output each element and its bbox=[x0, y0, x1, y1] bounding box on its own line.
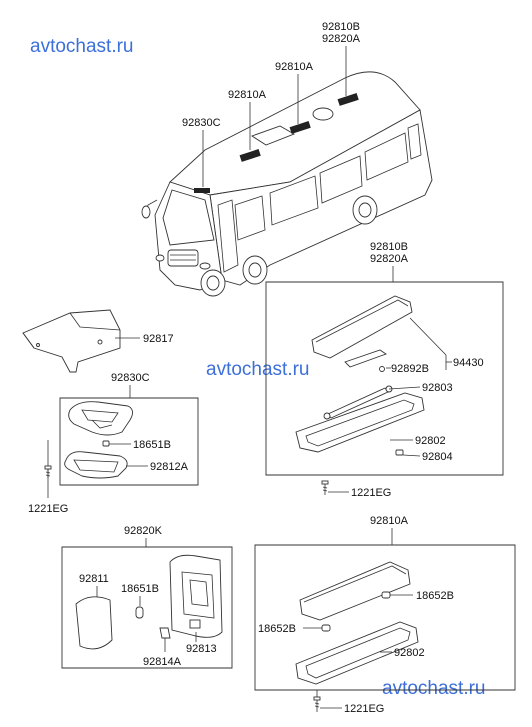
label-18652B-right: 18652B bbox=[416, 590, 454, 602]
label-92811: 92811 bbox=[79, 573, 109, 585]
bus-label-92820A: 92820A bbox=[322, 33, 361, 45]
label-18651B-step: 18651B bbox=[121, 583, 159, 595]
label-18651B-room: 18651B bbox=[133, 439, 171, 451]
lamp-lens-92810A bbox=[299, 561, 411, 621]
group-92820K-box bbox=[61, 546, 233, 669]
group-92810B-title-2: 92820A bbox=[370, 253, 409, 265]
bulb-92803 bbox=[323, 385, 393, 420]
housing-92802-lower bbox=[295, 621, 419, 685]
room-lamp-housing-92830C bbox=[68, 401, 133, 436]
bus-label-92810A-rear: 92810A bbox=[275, 61, 314, 73]
lamp-lens-92810B bbox=[311, 295, 413, 359]
housing-92813 bbox=[169, 554, 223, 638]
bus-label-92830C: 92830C bbox=[182, 117, 221, 129]
label-1221EG-right: 1221EG bbox=[351, 487, 391, 499]
screw-1221EG-left bbox=[44, 440, 52, 480]
label-1221EG-left: 1221EG bbox=[28, 503, 68, 515]
part-92804 bbox=[395, 449, 404, 456]
label-94430: 94430 bbox=[453, 357, 484, 369]
label-92817: 92817 bbox=[143, 333, 174, 345]
bulb-18652B-left bbox=[321, 624, 331, 632]
label-92802-lower: 92802 bbox=[394, 647, 425, 659]
group-92810B-title-1: 92810B bbox=[370, 241, 408, 253]
label-1221EG-bottom: 1221EG bbox=[344, 703, 384, 715]
label-18652B-left: 18652B bbox=[258, 623, 296, 635]
screw-1221EG-right bbox=[321, 480, 329, 495]
bracket-92817 bbox=[22, 309, 121, 373]
group-92810B-box bbox=[265, 281, 504, 476]
label-92804: 92804 bbox=[422, 451, 453, 463]
bulb-18651B-step bbox=[135, 606, 144, 619]
bus-label-92810A-front: 92810A bbox=[228, 89, 267, 101]
label-92892B: 92892B bbox=[391, 363, 429, 375]
group-92830C-box bbox=[59, 397, 199, 486]
group-92830C-title: 92830C bbox=[111, 372, 150, 384]
group-92810A-title: 92810A bbox=[370, 515, 409, 527]
housing-92802-upper bbox=[295, 392, 425, 453]
label-92802-upper: 92802 bbox=[415, 435, 446, 447]
bulb-18651B-room bbox=[102, 440, 110, 447]
group-92810A-box bbox=[254, 544, 516, 691]
roof-hatch bbox=[250, 125, 296, 146]
bus-lamp-92810A-rear bbox=[289, 121, 311, 134]
bus-lamp-92810B bbox=[337, 93, 359, 106]
screw-1221EG-bottom bbox=[313, 690, 321, 712]
label-92812A: 92812A bbox=[150, 461, 189, 473]
label-92814A: 92814A bbox=[143, 656, 182, 668]
bulb-18652B-right bbox=[381, 591, 391, 599]
watermark-middle: avtochast.ru bbox=[206, 359, 310, 380]
lens-92811 bbox=[75, 596, 113, 650]
label-92813: 92813 bbox=[186, 643, 217, 655]
part-92892B-bar bbox=[344, 349, 387, 368]
lens-92812A bbox=[64, 451, 128, 479]
label-92803: 92803 bbox=[422, 382, 453, 394]
bus-lamp-92830C bbox=[194, 188, 210, 193]
group-92820K-title: 92820K bbox=[124, 525, 163, 537]
bus-lamp-92810A-front bbox=[239, 149, 261, 162]
part-92814A bbox=[159, 627, 171, 639]
watermark-bottom-right: avtochast.ru bbox=[382, 678, 486, 699]
bus-illustration bbox=[141, 71, 433, 297]
watermark-top-left: avtochast.ru bbox=[30, 36, 134, 57]
bus-label-92810B: 92810B bbox=[322, 21, 360, 33]
